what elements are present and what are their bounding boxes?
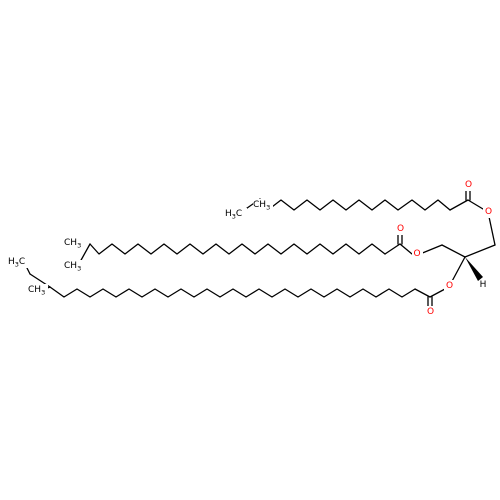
glycerol-backbone <box>419 211 496 286</box>
atom-oxygen: O <box>465 180 472 190</box>
atom-oxygen: O <box>446 281 453 291</box>
bond <box>79 243 91 263</box>
atom-hydrogen: H <box>480 280 487 290</box>
atom-oxygen: O <box>485 207 492 217</box>
methyl-group: CH3 <box>28 285 45 297</box>
atom-oxygen: O <box>413 249 420 259</box>
terminal-groups: CH3 H3C CH3 CH3 H3C CH3 <box>8 199 273 297</box>
alkyl-chain <box>259 198 451 211</box>
chain-middle <box>79 231 413 263</box>
atom-oxygen: O <box>427 307 434 317</box>
alkyl-chain <box>49 286 416 298</box>
methyl-group: CH3 <box>253 200 270 212</box>
bond <box>464 244 496 258</box>
atom-labels: O O O O O O H <box>395 179 494 318</box>
bond <box>399 243 413 255</box>
methyl-group: CH3 <box>64 261 81 273</box>
chain-lower <box>24 263 446 310</box>
bond <box>384 243 401 255</box>
atom-oxygen: O <box>397 224 404 234</box>
bond <box>449 199 469 211</box>
methyl-group: CH3 <box>64 238 81 250</box>
chain-top <box>239 187 489 214</box>
bond <box>414 288 431 298</box>
bond <box>429 288 446 298</box>
bond <box>419 244 443 255</box>
methyl-group: H3C <box>225 209 242 221</box>
bond <box>441 244 466 258</box>
stereo-wedge <box>465 257 483 281</box>
alkyl-chain <box>89 243 386 255</box>
methyl-group: H3C <box>8 257 25 269</box>
